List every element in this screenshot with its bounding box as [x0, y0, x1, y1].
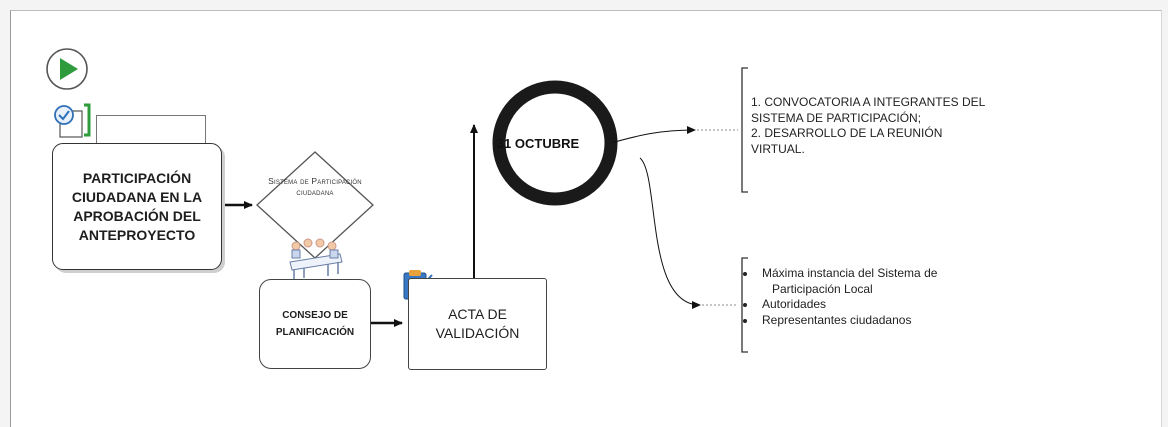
- annotation-bullet-text: Autoridades: [762, 297, 827, 311]
- bullet-icon: [743, 303, 747, 307]
- annotation-bullet-item: Máxima instancia del Sistema de: [740, 266, 1040, 282]
- annotation-bottom: Máxima instancia del Sistema de Particip…: [740, 266, 1040, 328]
- annotation-top-line: SISTEMA DE PARTICIPACIÓN;: [751, 110, 922, 125]
- annotation-bullet-continuation: Participación Local: [772, 281, 873, 296]
- acta-box[interactable]: ACTA DE VALIDACIÓN: [408, 278, 547, 370]
- bullet-icon: [743, 272, 747, 276]
- acta-label: ACTA DE VALIDACIÓN: [435, 306, 520, 341]
- annotation-bullet-item: Representantes ciudadanos: [740, 313, 1040, 329]
- bullet-icon: [743, 318, 747, 323]
- annotation-top-line: 1. CONVOCATORIA A INTEGRANTES DEL: [751, 95, 986, 109]
- annotation-bracket-bottom: [741, 257, 748, 353]
- annotation-bracket-top: [741, 67, 748, 193]
- checklist-document-icon: [54, 103, 91, 138]
- consejo-box[interactable]: CONSEJO DE PLANIFICACIÓN: [259, 279, 371, 369]
- meeting-people-icon: [289, 238, 343, 280]
- task-tab: [96, 115, 206, 146]
- flow-event-to-note-bottom: [639, 157, 701, 309]
- start-event[interactable]: [46, 48, 88, 90]
- annotation-bullet-text: Máxima instancia del Sistema de: [762, 266, 938, 280]
- annotation-bullet-item: Autoridades: [740, 297, 1040, 313]
- consejo-label: CONSEJO DE PLANIFICACIÓN: [275, 310, 355, 338]
- main-task-box[interactable]: PARTICIPACIÓN CIUDADANA EN LA APROBACIÓN…: [52, 143, 222, 270]
- main-task-label: PARTICIPACIÓN CIUDADANA EN LA APROBACIÓN…: [71, 169, 203, 243]
- annotation-top-line: 2. DESARROLLO DE LA REUNIÓN: [751, 126, 943, 140]
- annotation-top: 1. CONVOCATORIA A INTEGRANTES DEL SISTEM…: [751, 95, 1041, 157]
- event-label: 31 OCTUBRE: [496, 136, 580, 151]
- annotation-bullet-text: Representantes ciudadanos: [762, 312, 912, 327]
- decision-label: Sistema de Participación ciudadana: [268, 176, 362, 197]
- annotation-top-line: VIRTUAL.: [751, 141, 805, 156]
- play-start-icon: [60, 58, 78, 80]
- flow-event-to-note-top: [610, 126, 696, 144]
